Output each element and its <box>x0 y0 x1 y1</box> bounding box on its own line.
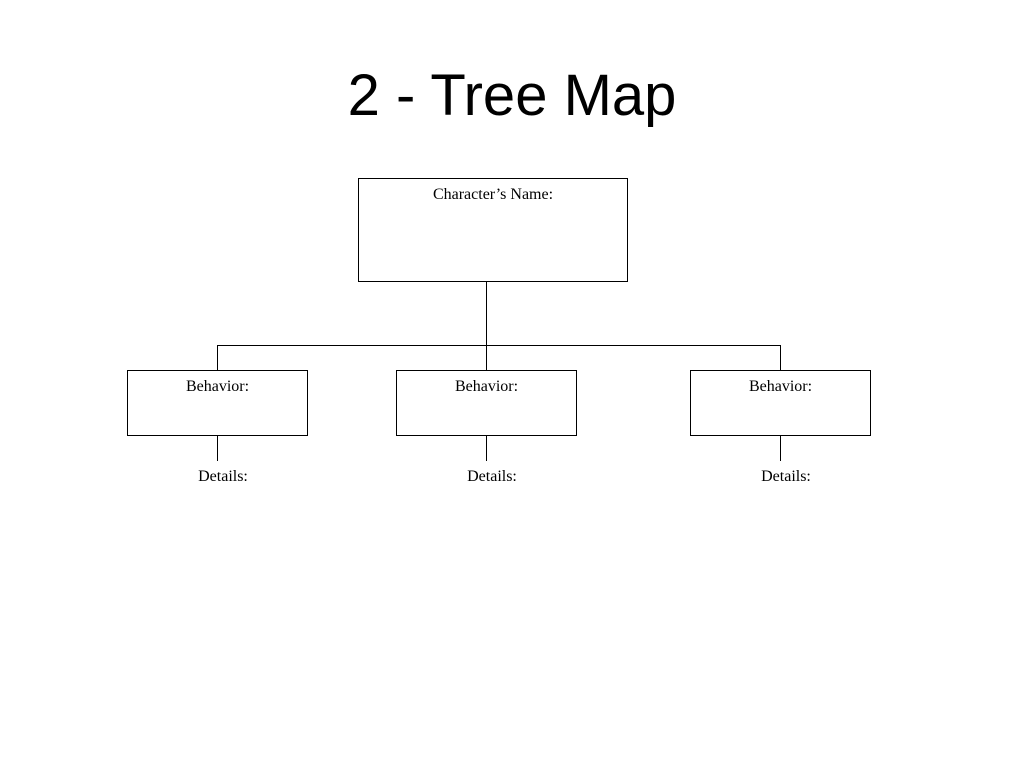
slide-title: 2 - Tree Map <box>347 63 677 128</box>
behavior-label: Behavior: <box>454 378 519 395</box>
behavior-box-right: Behavior: <box>690 370 871 436</box>
root-connector-line <box>486 282 487 346</box>
branch-connector-right <box>780 345 781 371</box>
branch-connector-left <box>217 345 218 371</box>
branch-bus-line <box>217 345 781 346</box>
branch-connector-middle <box>486 345 487 371</box>
behavior-label: Behavior: <box>748 378 813 395</box>
behavior-box-middle: Behavior: <box>396 370 577 436</box>
details-label-middle: Details: <box>467 468 517 485</box>
details-label-left: Details: <box>198 468 248 485</box>
root-node-box: Character’s Name: <box>358 178 628 282</box>
details-connector-left <box>217 436 218 461</box>
character-name-label: Character’s Name: <box>432 186 554 203</box>
behavior-box-left: Behavior: <box>127 370 308 436</box>
behavior-label: Behavior: <box>185 378 250 395</box>
details-connector-right <box>780 436 781 461</box>
details-label-right: Details: <box>761 468 811 485</box>
details-connector-middle <box>486 436 487 461</box>
